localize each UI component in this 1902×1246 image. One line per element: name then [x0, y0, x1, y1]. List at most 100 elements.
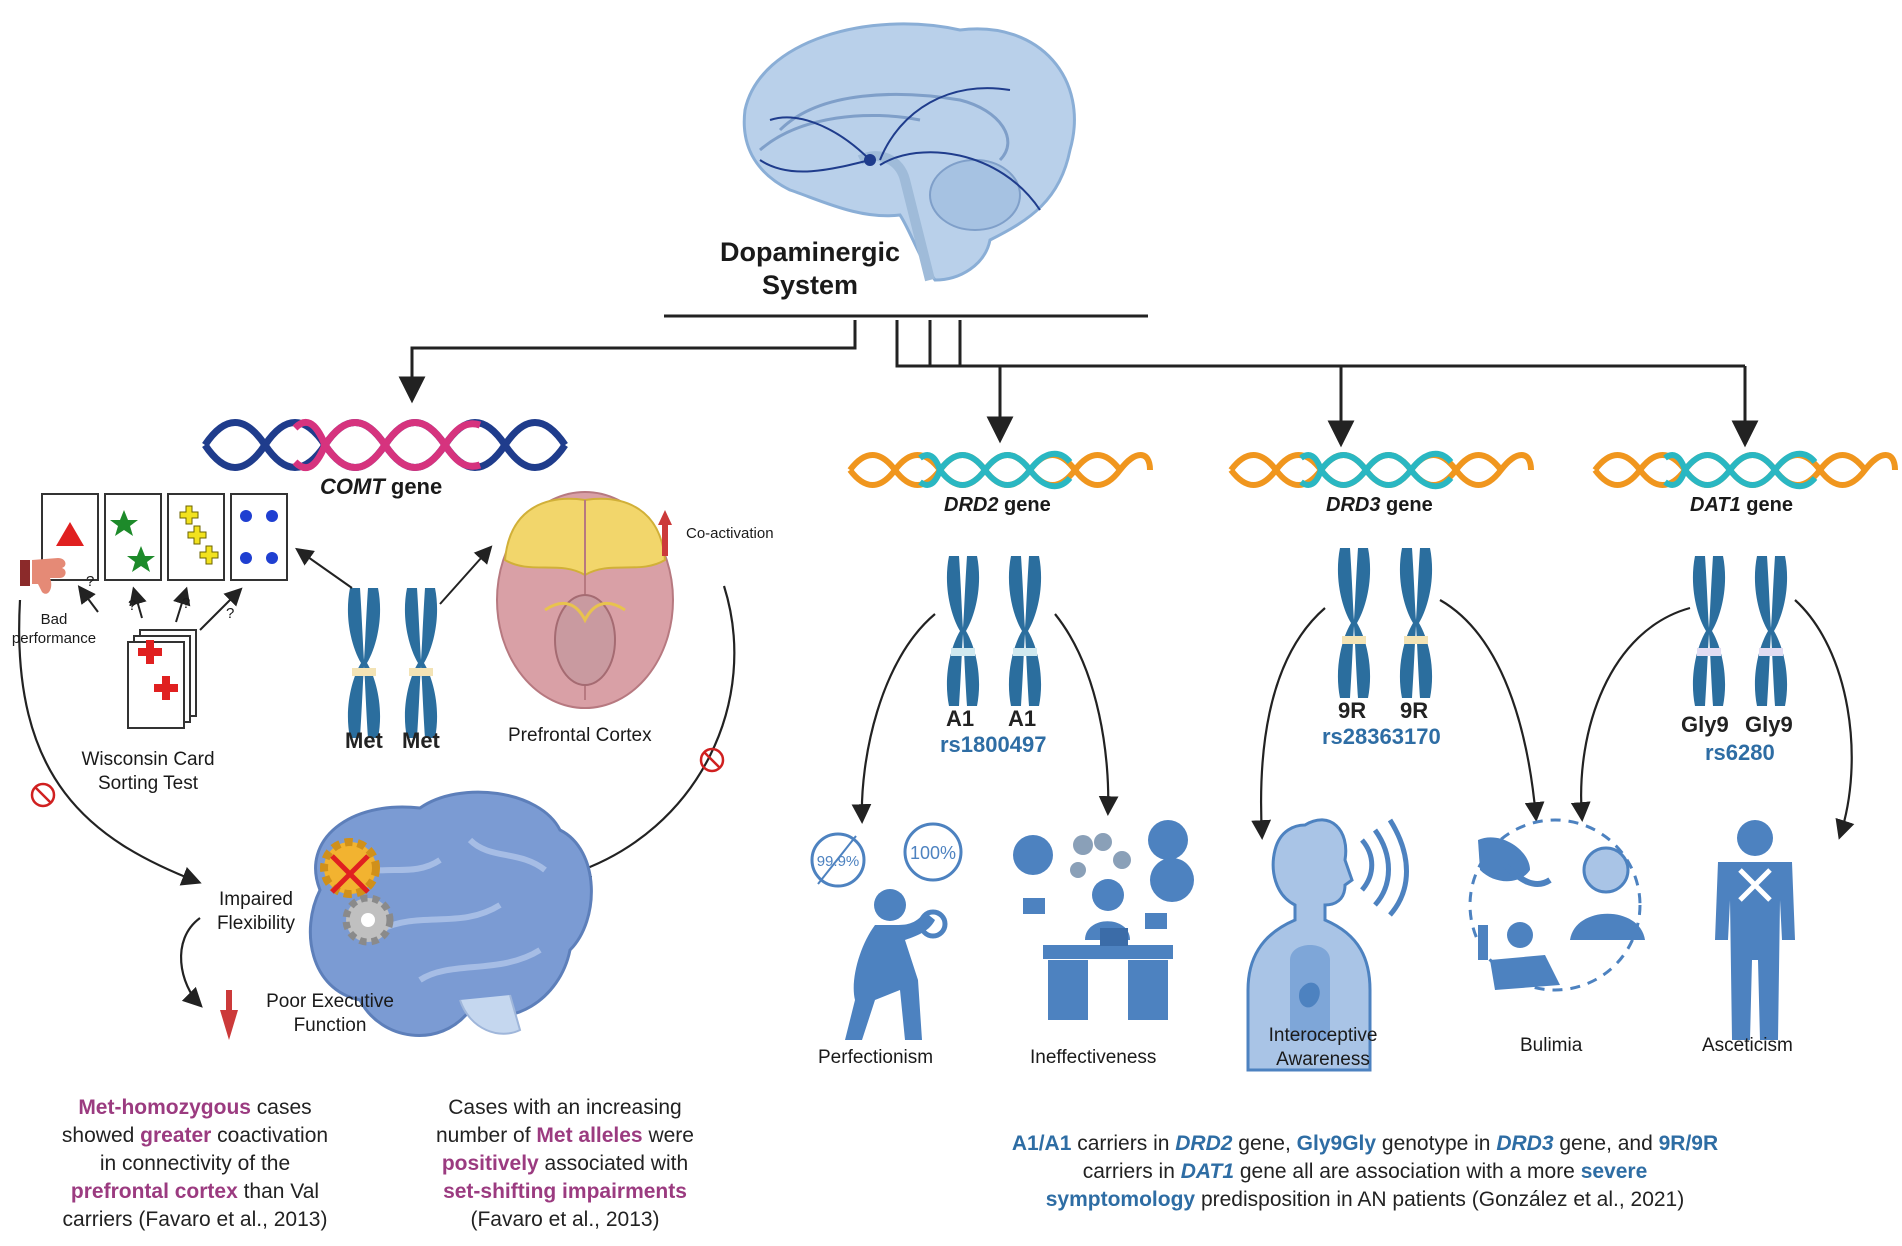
dna-icon	[1228, 450, 1534, 490]
note-right-p9: 9R/9R	[1658, 1132, 1719, 1155]
note-left-p6: in connectivity of the	[99, 1152, 291, 1175]
outcome-ineffectiveness: Ineffectiveness	[1030, 1047, 1157, 1068]
dat1-allele-2: Gly9	[1745, 712, 1793, 737]
impaired-line1: Impaired	[219, 889, 293, 910]
impaired-flexibility-label: Impaired Flexibility	[196, 888, 316, 936]
note-left-p8: than Val	[237, 1180, 320, 1203]
drd2-allele-1: A1	[946, 706, 975, 731]
comt-gene-name: COMT	[320, 474, 385, 499]
prefrontal-label: Prefrontal Cortex	[508, 725, 652, 746]
coactivation-label: Co-activation	[686, 525, 774, 542]
note-right-p12: gene all are association with a more	[1234, 1160, 1581, 1183]
note-left-p3: showed	[61, 1124, 141, 1147]
drd2-gene-suffix: gene	[998, 494, 1051, 516]
note-right-p6: genotype in	[1376, 1132, 1497, 1155]
bulimia-icon	[1468, 818, 1645, 992]
outcome-asceticism: Asceticism	[1702, 1035, 1793, 1056]
outcome-perfectionism: Perfectionism	[818, 1047, 934, 1068]
root-title: Dopaminergic System	[700, 236, 920, 302]
pct-label: 100%	[910, 843, 956, 863]
note-middle-p7: set-shifting impairments	[443, 1180, 687, 1203]
question-mark-4: ?	[226, 605, 235, 622]
comt-gene-label: COMT gene	[320, 474, 442, 500]
impaired-line2: Flexibility	[216, 913, 296, 934]
interoceptive-line1: Interoceptive	[1268, 1025, 1378, 1046]
dat1-gene-name: DAT1	[1690, 494, 1741, 516]
connector-lines	[398, 314, 1759, 448]
dat1-gene-label: DAT1 gene	[1690, 494, 1793, 517]
comt-allele-1: Met	[345, 728, 383, 753]
ascetic-person-icon	[1715, 820, 1795, 1040]
question-mark-1: ?	[86, 573, 95, 590]
note-right-p2: carriers in	[1071, 1132, 1176, 1155]
poor-line1: Poor Executive	[266, 991, 394, 1012]
note-right-p4: gene,	[1232, 1132, 1297, 1155]
question-mark-2: ?	[128, 597, 137, 614]
note-middle-p1: Cases with an increasing	[448, 1096, 682, 1119]
gear-icon	[320, 838, 394, 946]
chromosome-icon	[1337, 548, 1433, 698]
note-right-p14: symptomology	[1045, 1188, 1196, 1211]
note-right-p5: Gly9Gly	[1296, 1132, 1377, 1155]
drd3-allele-1: 9R	[1338, 698, 1367, 723]
chromosome-icon	[1692, 556, 1788, 706]
magnifier-icon	[810, 822, 963, 1040]
note-middle: Cases with an increasing number of Met a…	[400, 1094, 730, 1234]
wcst-label: Wisconsin Card Sorting Test	[68, 748, 228, 796]
note-right-p10: carriers in	[1082, 1160, 1181, 1183]
outcome-interoceptive: Interoceptive Awareness	[1248, 1024, 1398, 1072]
drd3-gene-name: DRD3	[1326, 494, 1381, 516]
note-right-p1: A1/A1	[1011, 1132, 1072, 1155]
comt-allele-2: Met	[402, 728, 440, 753]
drd2-gene-name: DRD2	[944, 494, 999, 516]
note-middle-p3: Met alleles	[536, 1124, 643, 1147]
root-title-line1: Dopaminergic	[719, 237, 901, 267]
note-middle-p8: (Favaro et al., 2013)	[470, 1208, 660, 1231]
drd2-gene-label: DRD2 gene	[944, 494, 1051, 517]
prohibited-icon	[30, 747, 725, 808]
chromosome-icon	[347, 588, 438, 738]
note-right-p11: DAT1	[1180, 1160, 1235, 1183]
dat1-rs-label: rs6280	[1705, 740, 1775, 765]
note-right-p3: DRD2	[1175, 1132, 1233, 1155]
drd2-allele-2: A1	[1008, 706, 1037, 731]
comt-gene-suffix: gene	[384, 474, 443, 499]
brain-icon	[308, 790, 593, 1037]
chromosome-icon	[946, 556, 1042, 706]
note-left: Met-homozygous cases showed greater coac…	[20, 1094, 370, 1234]
question-mark-3: ?	[182, 595, 191, 612]
note-middle-p5: positively	[441, 1152, 539, 1175]
dna-icon	[847, 450, 1153, 490]
dna-icon	[202, 418, 568, 472]
drd3-gene-suffix: gene	[1380, 494, 1433, 516]
thumbs-down-icon	[20, 558, 66, 594]
pct-crossed-label: 99.9%	[817, 853, 860, 870]
note-right-p8: gene, and	[1553, 1132, 1659, 1155]
wcst-line2: Sorting Test	[98, 773, 198, 794]
note-middle-p6: associated with	[538, 1152, 689, 1175]
wcst-line1: Wisconsin Card	[81, 749, 215, 770]
brain-icon	[742, 22, 1076, 282]
bad-line2: performance	[11, 630, 97, 647]
interoceptive-line2: Awareness	[1276, 1049, 1370, 1070]
dna-icon	[1592, 450, 1898, 490]
note-right: A1/A1 carriers in DRD2 gene, Gly9Gly gen…	[930, 1130, 1800, 1214]
bad-line1: Bad	[40, 611, 68, 628]
note-left-p9: carriers (Favaro et al., 2013)	[62, 1208, 328, 1231]
note-middle-p2: number of	[436, 1124, 537, 1147]
note-right-p15: predisposition in AN patients (González …	[1195, 1188, 1685, 1211]
dat1-allele-1: Gly9	[1681, 712, 1729, 737]
poor-line2: Function	[293, 1015, 367, 1036]
brain-icon	[496, 491, 674, 709]
desk-worker-icon	[1013, 820, 1194, 1020]
note-left-p7: prefrontal cortex	[70, 1180, 238, 1203]
drd3-allele-2: 9R	[1400, 698, 1429, 723]
note-right-p7: DRD3	[1496, 1132, 1554, 1155]
note-right-p13: severe	[1580, 1160, 1648, 1183]
poor-executive-label: Poor Executive Function	[250, 990, 410, 1038]
outcome-bulimia: Bulimia	[1520, 1035, 1583, 1056]
root-title-line2: System	[761, 270, 859, 300]
bad-performance-label: Bad performance	[4, 610, 104, 648]
drd3-rs-label: rs28363170	[1322, 724, 1441, 749]
